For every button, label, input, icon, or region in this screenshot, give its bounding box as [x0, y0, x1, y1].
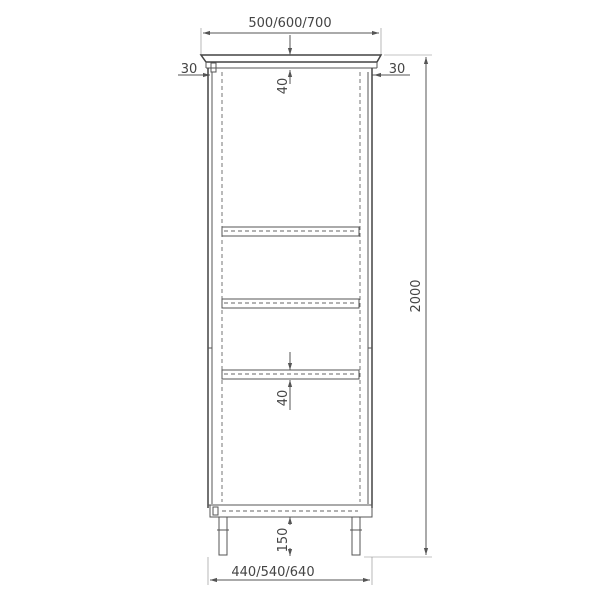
top-gap-label: 40 — [276, 78, 291, 95]
left-overhang-label: 30 — [181, 62, 198, 77]
shelf-gap-dimension: 40 — [276, 352, 293, 410]
height-label: 2000 — [409, 279, 424, 312]
shelf-gap-label: 40 — [276, 390, 291, 407]
height-dimension: 2000 — [364, 54, 432, 558]
right-overhang-label: 30 — [389, 62, 406, 77]
top-width-label: 500/600/700 — [248, 16, 331, 31]
shelf-bottom — [221, 369, 360, 380]
bottom-width-dimension: 440/540/640 — [207, 557, 373, 585]
top-width-dimension: 500/600/700 — [200, 16, 382, 55]
worktop — [199, 54, 383, 69]
shelf-top — [221, 226, 360, 237]
base-frame — [209, 504, 373, 518]
leg-height-dimension: 150 — [276, 517, 293, 556]
right-overhang-dimension: 30 — [372, 62, 410, 78]
bottom-width-label: 440/540/640 — [231, 565, 314, 580]
cabinet-body — [207, 68, 373, 508]
leg-height-label: 150 — [276, 528, 291, 553]
top-gap-dimension: 40 — [276, 35, 293, 95]
shelf-middle — [221, 298, 360, 309]
left-overhang-dimension: 30 — [178, 62, 217, 78]
leg-right — [350, 516, 362, 556]
leg-left — [217, 516, 229, 556]
